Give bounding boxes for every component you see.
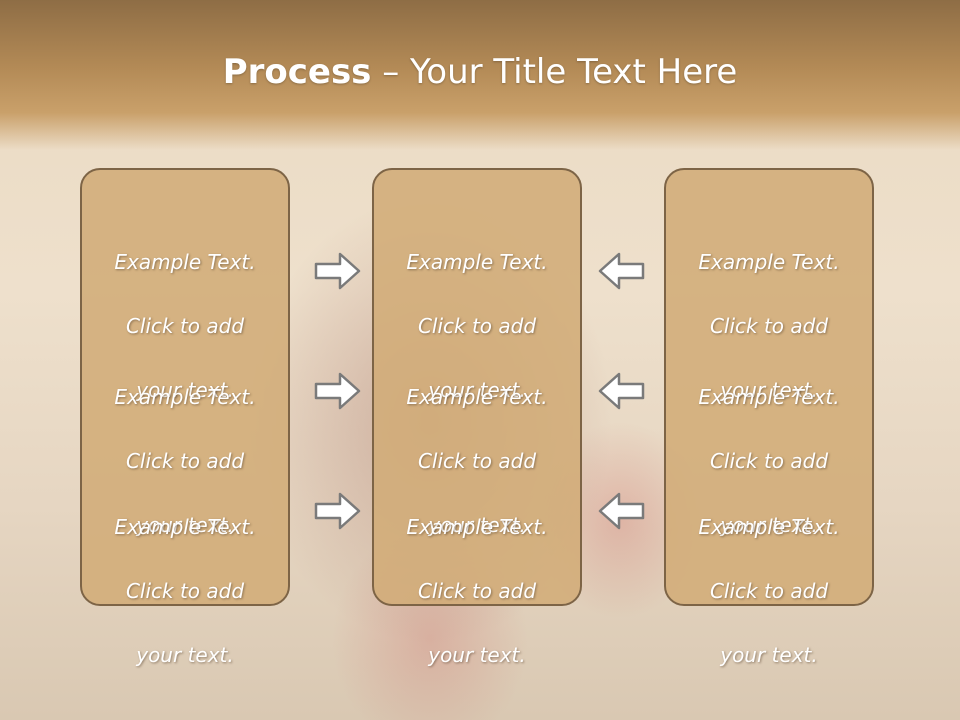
- text-line: Click to add: [417, 449, 537, 473]
- text-line: Click to add: [125, 314, 245, 338]
- text-line: Example Text.: [698, 250, 840, 274]
- text-line: Example Text.: [406, 385, 548, 409]
- text-placeholder[interactable]: Example Text. Click to add your text.: [666, 479, 872, 703]
- text-line: Example Text.: [114, 515, 256, 539]
- text-line: Click to add: [709, 449, 829, 473]
- text-line: Example Text.: [406, 515, 548, 539]
- slide-title-bold: Process: [222, 52, 372, 92]
- text-line: Click to add: [709, 579, 829, 603]
- arrow-right-icon[interactable]: [314, 251, 362, 291]
- text-line: your text.: [720, 643, 818, 667]
- text-line: your text.: [720, 378, 818, 402]
- arrow-left-icon[interactable]: [597, 371, 645, 411]
- text-line: Click to add: [125, 449, 245, 473]
- text-line: your text.: [428, 378, 526, 402]
- text-placeholder[interactable]: Example Text. Click to add your text.: [374, 214, 580, 438]
- text-placeholder[interactable]: Example Text. Click to add your text.: [666, 349, 872, 573]
- text-line: your text.: [136, 643, 234, 667]
- process-box-right[interactable]: Example Text. Click to add your text. Ex…: [664, 168, 874, 667]
- slide-title-rest: – Your Title Text Here: [371, 52, 738, 92]
- text-placeholder[interactable]: Example Text. Click to add your text.: [374, 349, 580, 573]
- text-line: Click to add: [417, 579, 537, 603]
- text-line: your text.: [428, 643, 526, 667]
- text-placeholder[interactable]: Example Text. Click to add your text.: [82, 479, 288, 703]
- slide-title[interactable]: Process – Your Title Text Here: [0, 52, 960, 92]
- text-line: Click to add: [709, 314, 829, 338]
- arrow-left-icon[interactable]: [597, 491, 645, 531]
- text-line: your text.: [136, 378, 234, 402]
- text-line: Click to add: [125, 579, 245, 603]
- arrow-right-icon[interactable]: [314, 491, 362, 531]
- process-box-center[interactable]: Example Text. Click to add your text. Ex…: [372, 168, 582, 667]
- text-placeholder[interactable]: Example Text. Click to add your text.: [82, 349, 288, 573]
- text-line: Example Text.: [698, 385, 840, 409]
- text-line: your text.: [136, 513, 234, 537]
- text-line: Example Text.: [698, 515, 840, 539]
- text-line: Example Text.: [406, 250, 548, 274]
- text-placeholder[interactable]: Example Text. Click to add your text.: [666, 214, 872, 438]
- text-placeholder[interactable]: Example Text. Click to add your text.: [374, 479, 580, 703]
- text-placeholder[interactable]: Example Text. Click to add your text.: [82, 214, 288, 438]
- text-line: Click to add: [417, 314, 537, 338]
- arrow-left-icon[interactable]: [597, 251, 645, 291]
- text-line: your text.: [720, 513, 818, 537]
- text-line: Example Text.: [114, 385, 256, 409]
- text-line: your text.: [428, 513, 526, 537]
- text-line: Example Text.: [114, 250, 256, 274]
- process-box-left[interactable]: Example Text. Click to add your text. Ex…: [80, 168, 290, 667]
- title-band: [0, 0, 960, 150]
- arrow-right-icon[interactable]: [314, 371, 362, 411]
